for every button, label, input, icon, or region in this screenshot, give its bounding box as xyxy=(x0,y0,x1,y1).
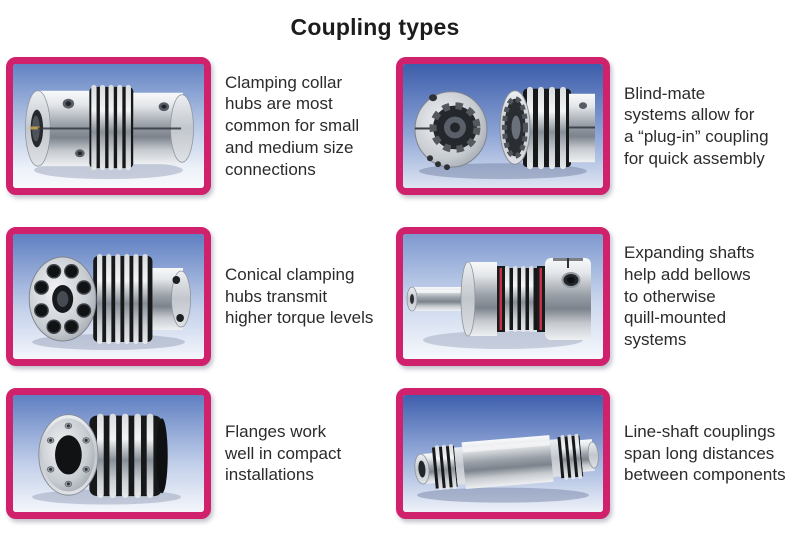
photo-frame-blind-mate xyxy=(396,57,610,195)
line-shaft-illustration xyxy=(403,395,603,512)
coupling-row-line-shaft: Line-shaft couplings span long distances… xyxy=(396,388,800,519)
hub-right xyxy=(545,258,591,340)
blind-mate-right-half xyxy=(499,86,595,170)
blind-mate-left-half xyxy=(414,91,488,171)
caption-flange: Flanges work well in compact installatio… xyxy=(225,421,342,485)
expanding-shaft xyxy=(406,286,469,312)
photo-frame-expanding-shaft xyxy=(396,227,610,366)
clamping-collar-illustration xyxy=(13,64,204,188)
hub-left xyxy=(25,90,90,167)
conical-clamping-illustration xyxy=(13,234,204,359)
photo-frame-line-shaft xyxy=(396,388,610,519)
photo-frame-clamping-collar xyxy=(6,57,211,195)
page-title: Coupling types xyxy=(290,14,460,40)
flange-disc xyxy=(38,414,99,496)
hub-left-disc xyxy=(460,261,497,337)
photo-frame-flange xyxy=(6,388,211,519)
coupling-row-flange: Flanges work well in compact installatio… xyxy=(6,388,390,519)
bellows-with-red-bands xyxy=(497,266,545,332)
caption-blind-mate: Blind-mate systems allow for a “plug-in”… xyxy=(624,83,769,168)
caption-clamping-collar: Clamping collar hubs are most common for… xyxy=(225,72,360,179)
blind-mate-illustration xyxy=(403,64,603,188)
coupling-row-expanding-shaft: Expanding shafts help add bellows to oth… xyxy=(396,227,800,366)
line-shaft-assembly xyxy=(414,433,599,491)
conical-hub-face-with-bolts xyxy=(28,256,97,342)
hub-right xyxy=(133,92,194,165)
caption-expanding-shaft: Expanding shafts help add bellows to oth… xyxy=(624,243,755,350)
caption-conical-clamping: Conical clamping hubs transmit higher to… xyxy=(225,264,374,328)
coupling-row-conical-clamping: Conical clamping hubs transmit higher to… xyxy=(6,227,390,366)
hub-right xyxy=(146,268,192,330)
flange-illustration xyxy=(13,395,204,512)
coupling-row-blind-mate: Blind-mate systems allow for a “plug-in”… xyxy=(396,57,800,195)
expanding-shaft-illustration xyxy=(403,234,603,359)
coupling-row-clamping-collar: Clamping collar hubs are most common for… xyxy=(6,57,390,195)
photo-frame-conical-clamping xyxy=(6,227,211,366)
caption-line-shaft: Line-shaft couplings span long distances… xyxy=(624,421,786,485)
bellows-body xyxy=(89,413,168,498)
bellows-center xyxy=(89,84,134,171)
bellows-center xyxy=(93,254,153,344)
